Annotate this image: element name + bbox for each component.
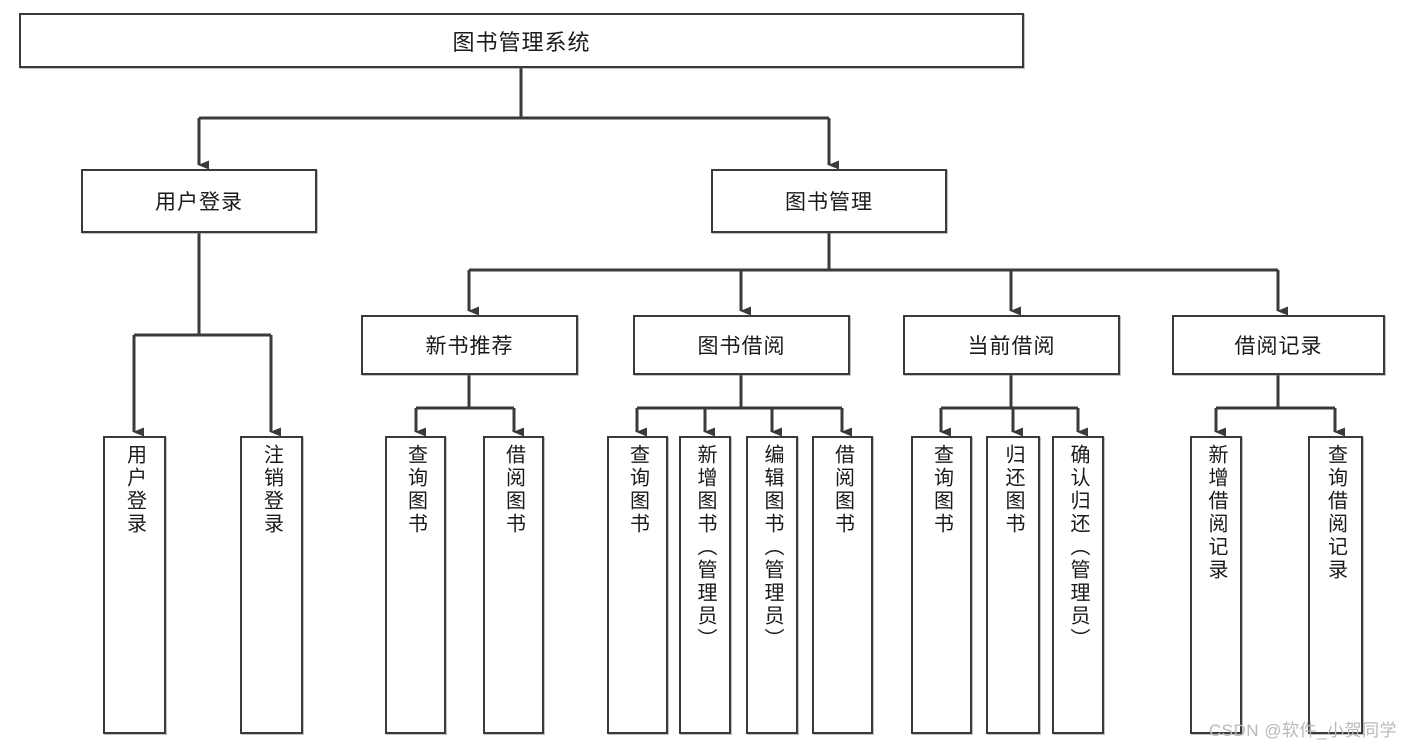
node-user-login-label: 用户登录: [155, 191, 243, 214]
leaf-return-book-label: 归还图书: [1002, 444, 1024, 536]
leaf-query-book-3-label: 查询图书: [930, 444, 953, 536]
node-root-label: 图书管理系统: [452, 29, 591, 55]
node-book-manage[interactable]: 图书管理: [711, 169, 947, 233]
leaf-query-book-1[interactable]: 查询图书: [385, 436, 446, 734]
leaf-add-book-admin-label: 新增图书（管理员）: [694, 444, 716, 651]
leaf-borrow-book-1[interactable]: 借阅图书: [483, 436, 544, 734]
leaf-return-book[interactable]: 归还图书: [986, 436, 1040, 734]
leaf-add-borrow-record-label: 新增借阅记录: [1205, 444, 1227, 582]
leaf-edit-book-admin[interactable]: 编辑图书（管理员）: [746, 436, 798, 734]
node-root[interactable]: 图书管理系统: [19, 13, 1024, 68]
leaf-query-book-2[interactable]: 查询图书: [607, 436, 668, 734]
node-user-login[interactable]: 用户登录: [81, 169, 317, 233]
node-new-book-recommend-label: 新书推荐: [425, 335, 514, 358]
leaf-edit-book-admin-label: 编辑图书（管理员）: [761, 444, 783, 651]
leaf-borrow-book-2[interactable]: 借阅图书: [812, 436, 873, 734]
node-new-book-recommend[interactable]: 新书推荐: [361, 315, 578, 375]
node-current-borrow[interactable]: 当前借阅: [903, 315, 1120, 375]
leaf-add-borrow-record[interactable]: 新增借阅记录: [1190, 436, 1242, 734]
node-book-manage-label: 图书管理: [785, 191, 873, 214]
leaf-query-borrow-record-label: 查询借阅记录: [1324, 444, 1347, 582]
leaf-query-book-1-label: 查询图书: [404, 444, 427, 536]
leaf-borrow-book-2-label: 借阅图书: [831, 444, 854, 536]
node-borrow-record[interactable]: 借阅记录: [1172, 315, 1385, 375]
leaf-logout[interactable]: 注销登录: [240, 436, 303, 734]
leaf-query-book-3[interactable]: 查询图书: [911, 436, 972, 734]
leaf-borrow-book-1-label: 借阅图书: [502, 444, 525, 536]
leaf-user-login[interactable]: 用户登录: [103, 436, 166, 734]
node-book-borrow[interactable]: 图书借阅: [633, 315, 850, 375]
leaf-confirm-return-admin-label: 确认归还（管理员）: [1067, 444, 1089, 651]
node-book-borrow-label: 图书借阅: [697, 335, 786, 358]
leaf-query-borrow-record[interactable]: 查询借阅记录: [1308, 436, 1363, 734]
leaf-query-book-2-label: 查询图书: [626, 444, 649, 536]
node-borrow-record-label: 借阅记录: [1234, 335, 1323, 358]
leaf-add-book-admin[interactable]: 新增图书（管理员）: [679, 436, 731, 734]
leaf-user-login-label: 用户登录: [123, 444, 146, 536]
node-current-borrow-label: 当前借阅: [967, 335, 1056, 358]
leaf-logout-label: 注销登录: [260, 444, 283, 536]
watermark-text: CSDN @软件_小贺同学: [1208, 721, 1397, 740]
leaf-confirm-return-admin[interactable]: 确认归还（管理员）: [1052, 436, 1104, 734]
